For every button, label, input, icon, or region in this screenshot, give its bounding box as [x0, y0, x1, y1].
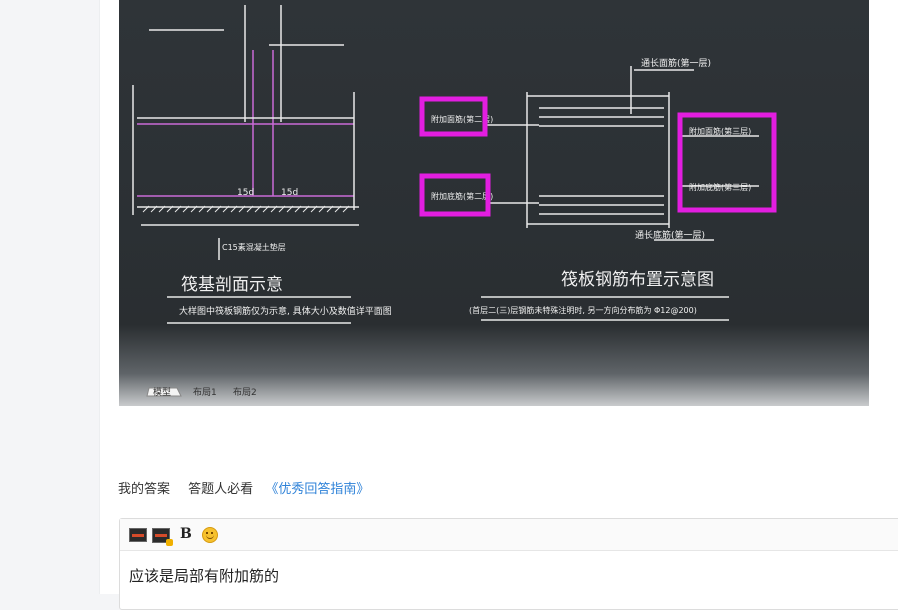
cad-tab-model: 模型 — [153, 387, 171, 398]
right-drawing-note: (首层二(三)层钢筋未特殊注明时, 另一方向分布筋为 Φ12@200) — [469, 305, 697, 315]
label-add-top-2: 附加面筋(第二层) — [431, 114, 493, 124]
must-read-label: 答题人必看 — [188, 482, 254, 497]
left-drawing-title: 筏基剖面示意 — [181, 275, 283, 295]
cad-drawing: 筏基剖面示意 大样图中筏板钢筋仅为示意, 具体大小及数值详平面图 15d 15d… — [132, 5, 777, 398]
sidebar-divider — [99, 0, 100, 594]
guide-link[interactable]: 《优秀回答指南》 — [265, 482, 370, 497]
dim-label-2: 15d — [281, 188, 298, 198]
answer-editor[interactable]: B 应该是局部有附加筋的 — [119, 518, 898, 610]
my-answer-label: 我的答案 — [118, 482, 171, 497]
editor-toolbar: B — [120, 519, 898, 551]
editor-content[interactable]: 应该是局部有附加筋的 — [129, 567, 280, 585]
question-photo[interactable]: 筏基剖面示意 大样图中筏板钢筋仅为示意, 具体大小及数值详平面图 15d 15d… — [119, 0, 869, 406]
plus-badge — [166, 539, 173, 546]
bold-button[interactable]: B — [180, 526, 192, 542]
cad-tab-layout2: 布局2 — [233, 386, 257, 398]
left-drawing-note: 大样图中筏板钢筋仅为示意, 具体大小及数值详平面图 — [179, 305, 392, 317]
cad-tab-layout1: 布局1 — [193, 386, 217, 398]
label-bottom-main: 通长底筋(第一层) — [635, 229, 705, 241]
insert-image-icon[interactable] — [152, 528, 173, 546]
label-add-top-3: 附加面筋(第三层) — [689, 126, 751, 136]
label-add-bottom-2: 附加底筋(第二层) — [431, 191, 493, 201]
label-top-main: 通长面筋(第一层) — [641, 57, 711, 69]
right-drawing-title: 筏板钢筋布置示意图 — [561, 270, 714, 290]
dim-label-1: 15d — [237, 188, 254, 198]
emoji-icon[interactable] — [202, 527, 218, 543]
label-add-bottom-3: 附加底筋(第三层) — [689, 182, 751, 192]
highlight-boxes — [419, 96, 777, 217]
image-icon[interactable] — [129, 528, 147, 542]
answer-bar: 我的答案 答题人必看 《优秀回答指南》 — [118, 478, 383, 498]
cushion-label: C15素混凝土垫层 — [222, 242, 286, 252]
